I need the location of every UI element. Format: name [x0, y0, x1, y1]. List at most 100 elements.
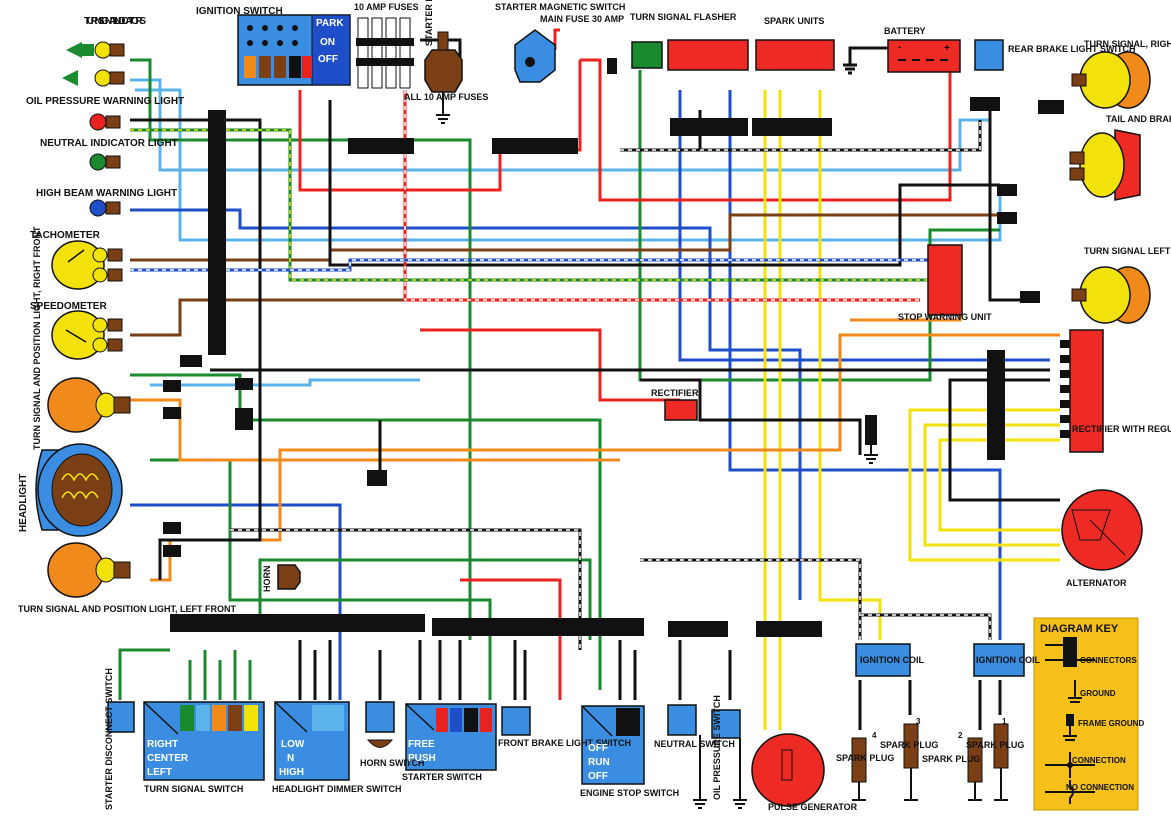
battery-plus-sign: + — [944, 43, 950, 54]
tach-socket-1 — [107, 248, 123, 262]
magnetic-switch-terminal — [525, 57, 535, 67]
label-main-fuse: MAIN FUSE 30 AMP — [540, 14, 624, 24]
regulator-terminals — [1060, 340, 1070, 438]
key-label-connection: CONNECTION — [1072, 756, 1126, 765]
dimmer-pos-high: HIGH — [279, 767, 304, 778]
flasher-connector — [607, 58, 617, 74]
harness-vertical-bar — [208, 110, 226, 355]
key-label-connectors: CONNECTORS — [1080, 656, 1137, 665]
wire-brown-1 — [130, 213, 1010, 262]
turn-signal-right-rear-housing — [1079, 51, 1131, 109]
wire-coil-leads — [858, 680, 1002, 730]
horn-switch-button — [366, 739, 394, 748]
label-stop-warning-unit: STOP WARNING UNIT — [898, 312, 992, 322]
tail-socket-2 — [1069, 167, 1085, 181]
label-turn-signal-right-front: TURN SIGNAL AND POSITION LIGHT, RIGHT FR… — [32, 226, 42, 450]
wire-green-4 — [258, 558, 592, 640]
tach-socket-2 — [107, 268, 123, 282]
connector-small-14 — [865, 415, 877, 445]
ignition-pos-off: OFF — [318, 54, 338, 65]
label-horn: HORN — [262, 566, 272, 593]
pulse-generator-sensor — [781, 749, 793, 781]
harness-bar-bottom-2 — [432, 618, 644, 636]
label-front-brake-light-switch: FRONT BRAKE LIGHT SWITCH — [498, 738, 631, 748]
label-headlight: HEADLIGHT — [18, 474, 29, 532]
label-spark-plug-2: SPARK PLUG — [922, 754, 980, 764]
wire-red-stripe-1b — [404, 90, 920, 301]
starter-pos-push: PUSH — [408, 753, 436, 764]
starter-disconnect-switch-body — [107, 701, 135, 733]
wire-black-stripe-2 — [230, 528, 582, 650]
starter-motor-post — [437, 31, 449, 51]
diagram-key-title: DIAGRAM KEY — [1040, 623, 1119, 635]
oil-pressure-switch-ground — [733, 738, 747, 809]
label-turn-signal-flasher: TURN SIGNAL FLASHER — [630, 12, 737, 22]
speedo-socket-2 — [107, 338, 123, 352]
wire-blue-stripe-1b — [130, 259, 930, 271]
wire-black-stripe-4b — [860, 614, 991, 640]
key-connection-dot — [1067, 762, 1073, 768]
tachometer-gauge — [51, 240, 105, 290]
label-turn-signal-switch: TURN SIGNAL SWITCH — [144, 784, 243, 794]
wire-light-blue-3 — [150, 378, 420, 387]
label-rectifier: RECTIFIER — [651, 388, 699, 398]
wire-green-3 — [638, 70, 1000, 382]
wire-brown-2 — [130, 298, 420, 337]
neutral-lamp — [89, 153, 107, 171]
plug-number-3: 3 — [916, 717, 921, 726]
wire-orange-1 — [130, 398, 620, 462]
wire-red-stripe-1 — [403, 90, 920, 302]
connector-small-2 — [163, 380, 181, 392]
label-turn-signal-right-rear: TURN SIGNAL, RIGHT REAR — [1084, 39, 1171, 49]
rectifier-body — [664, 399, 698, 421]
label-tachometer: TACHOMETER — [30, 230, 101, 241]
switch-position-labels: PARK ON OFF RIGHT CENTER LEFT LOW N HIGH… — [147, 18, 610, 782]
harness-bar-spark-1 — [670, 118, 748, 136]
label-oil-pressure-switch: OIL PRESSURE SWITCH — [712, 695, 722, 800]
wire-green-1 — [130, 58, 472, 640]
spark-plugs — [851, 723, 1009, 783]
ignition-switch-terminals — [247, 25, 298, 46]
wire-black-4 — [640, 378, 862, 455]
connector-small-13 — [1020, 291, 1040, 303]
connector-small-8 — [367, 470, 387, 486]
wire-switch-leads — [118, 648, 252, 700]
rectifier-regulator-body — [1069, 329, 1104, 453]
wire-orange-2 — [150, 333, 1060, 582]
oil-pressure-switch-body — [711, 709, 741, 739]
label-engine-stop-switch: ENGINE STOP SWITCH — [580, 788, 679, 798]
harness-bar-magnetic — [492, 138, 578, 154]
dimmer-wire-tabs — [312, 705, 344, 731]
turn-left-rear-socket — [1071, 288, 1087, 302]
label-all-10amp-fuses: ALL 10 AMP FUSES — [404, 92, 488, 102]
wire-yellow-4 — [908, 408, 1060, 562]
tach-bulb-2 — [92, 267, 108, 283]
label-ignition-switch: IGNITION SWITCH — [196, 6, 283, 17]
label-headlight-dimmer-switch: HEADLIGHT DIMMER SWITCH — [272, 784, 402, 794]
high-beam-lamp — [89, 199, 107, 217]
oil-pressure-lamp — [89, 113, 107, 131]
key-label-ground: GROUND — [1080, 689, 1116, 698]
connector-small-3 — [163, 407, 181, 419]
wire-black-3 — [328, 100, 1000, 267]
key-no-connection-symbol — [1045, 780, 1095, 804]
turn-signal-flasher-body — [631, 41, 663, 69]
fuse-block — [356, 17, 414, 89]
plug-number-2: 2 — [958, 731, 963, 740]
dimmer-pos-n: N — [287, 753, 294, 764]
starter-magnetic-switch-body — [514, 29, 556, 83]
starter-motor-ground — [436, 92, 450, 124]
wire-blue-3 — [728, 90, 1002, 640]
label-starter-disconnect-switch: STARTER DISCONNECT SWITCH — [104, 668, 114, 810]
tail-socket-1 — [1069, 151, 1085, 165]
stop-pos-off-2: OFF — [588, 771, 608, 782]
turn-signal-switch-diagonal — [143, 701, 179, 735]
turn-signal-left-front-bulb — [95, 557, 117, 583]
alternator-body — [1061, 489, 1143, 571]
speedo-socket-1 — [107, 318, 123, 332]
ignition-coil-2 — [973, 643, 1025, 677]
turn-pos-center: CENTER — [147, 753, 189, 764]
turn-right-rear-socket — [1071, 73, 1087, 87]
ignition-pos-park: PARK — [316, 18, 344, 29]
headlight-filament — [61, 473, 99, 500]
